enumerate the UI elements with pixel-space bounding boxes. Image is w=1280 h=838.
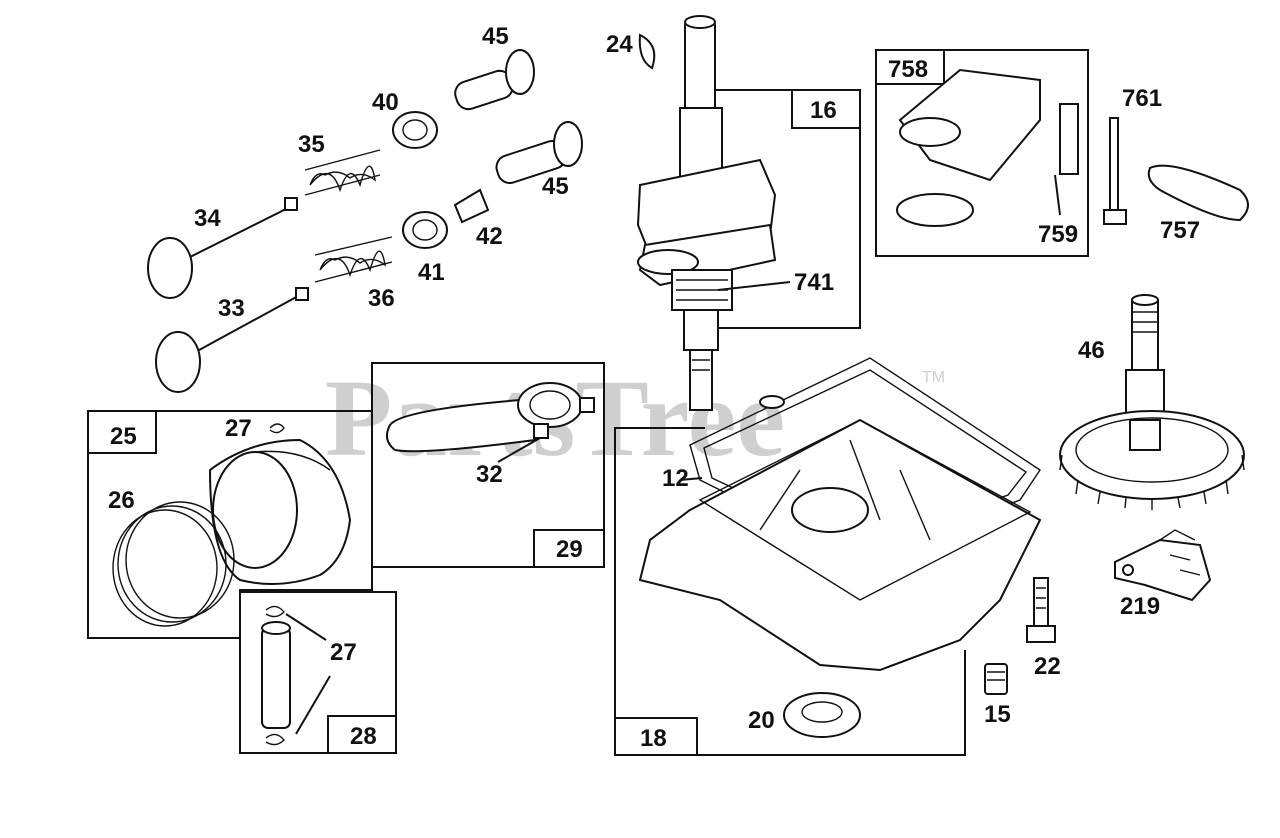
callout-15[interactable]: 15 (984, 701, 1011, 728)
callout-40[interactable]: 40 (372, 89, 399, 116)
box-16-frame (714, 89, 861, 329)
pin-clip-bottom (265, 733, 285, 746)
box-16-label[interactable]: 16 (810, 97, 837, 124)
box-29-label[interactable]: 29 (556, 536, 583, 563)
box-28-frame (239, 591, 397, 754)
callout-759[interactable]: 759 (1038, 221, 1078, 248)
callout-22[interactable]: 22 (1034, 653, 1061, 680)
box-28-label[interactable]: 28 (350, 723, 377, 750)
box-18-label[interactable]: 18 (640, 725, 667, 752)
callout-12[interactable]: 12 (662, 465, 689, 492)
callout-45-top[interactable]: 45 (482, 23, 509, 50)
piston-rings-part (112, 509, 218, 627)
box-25-label-frame (87, 410, 157, 454)
callout-32[interactable]: 32 (476, 461, 503, 488)
pin-clip-top (265, 605, 285, 618)
bearing-bracket-part (898, 68, 1041, 182)
camshaft-part (1059, 294, 1245, 510)
connecting-rod-part (385, 398, 542, 453)
woodruff-key-part (638, 33, 656, 70)
callout-757[interactable]: 757 (1160, 217, 1200, 244)
box-25-group: 25 26 27 (87, 410, 373, 639)
box-16-label-frame (791, 89, 861, 129)
wrist-pin-part (261, 627, 291, 729)
box-28-group: 28 27 (239, 591, 397, 754)
callout-24[interactable]: 24 (606, 31, 633, 58)
callout-42[interactable]: 42 (476, 223, 503, 250)
drain-plug-part (984, 663, 1008, 695)
box-758-label[interactable]: 758 (888, 56, 928, 83)
box-758-frame (875, 49, 1089, 257)
callout-741[interactable]: 741 (794, 269, 834, 296)
governor-part (1114, 529, 1212, 602)
callout-27-lower[interactable]: 27 (330, 639, 357, 666)
callout-26[interactable]: 26 (108, 487, 135, 514)
bolt-761-part (1103, 117, 1127, 225)
box-16-crankshaft-group: 16 (714, 89, 861, 329)
box-758-group: 758 759 (875, 49, 1089, 257)
box-25-frame (87, 410, 373, 639)
watermark-trademark: TM (922, 369, 945, 386)
box-18-label-frame (614, 717, 698, 756)
callout-33[interactable]: 33 (218, 295, 245, 322)
box-18-group: 18 12 20 (614, 357, 1042, 756)
callout-20[interactable]: 20 (748, 707, 775, 734)
box-29-label-frame (533, 529, 605, 568)
callout-36[interactable]: 36 (368, 285, 395, 312)
callout-45-lower[interactable]: 45 (542, 173, 569, 200)
bolt-22-part (1026, 577, 1056, 643)
oil-seal-part (783, 692, 861, 738)
callout-27-top[interactable]: 27 (225, 415, 252, 442)
callout-35[interactable]: 35 (298, 131, 325, 158)
callout-46[interactable]: 46 (1078, 337, 1105, 364)
box-28-label-frame (327, 715, 397, 754)
gasket-part (689, 357, 1041, 561)
callout-219[interactable]: 219 (1120, 593, 1160, 620)
callout-34[interactable]: 34 (194, 205, 221, 232)
sump-part (638, 418, 1042, 672)
valve-train-parts (147, 49, 583, 393)
callout-41[interactable]: 41 (418, 259, 445, 286)
box-758-label-frame (875, 49, 945, 85)
leader-741 (717, 281, 791, 291)
governor-link-part (1147, 164, 1249, 222)
crankshaft-part (636, 15, 777, 411)
callout-761[interactable]: 761 (1122, 85, 1162, 112)
box-25-label[interactable]: 25 (110, 423, 137, 450)
